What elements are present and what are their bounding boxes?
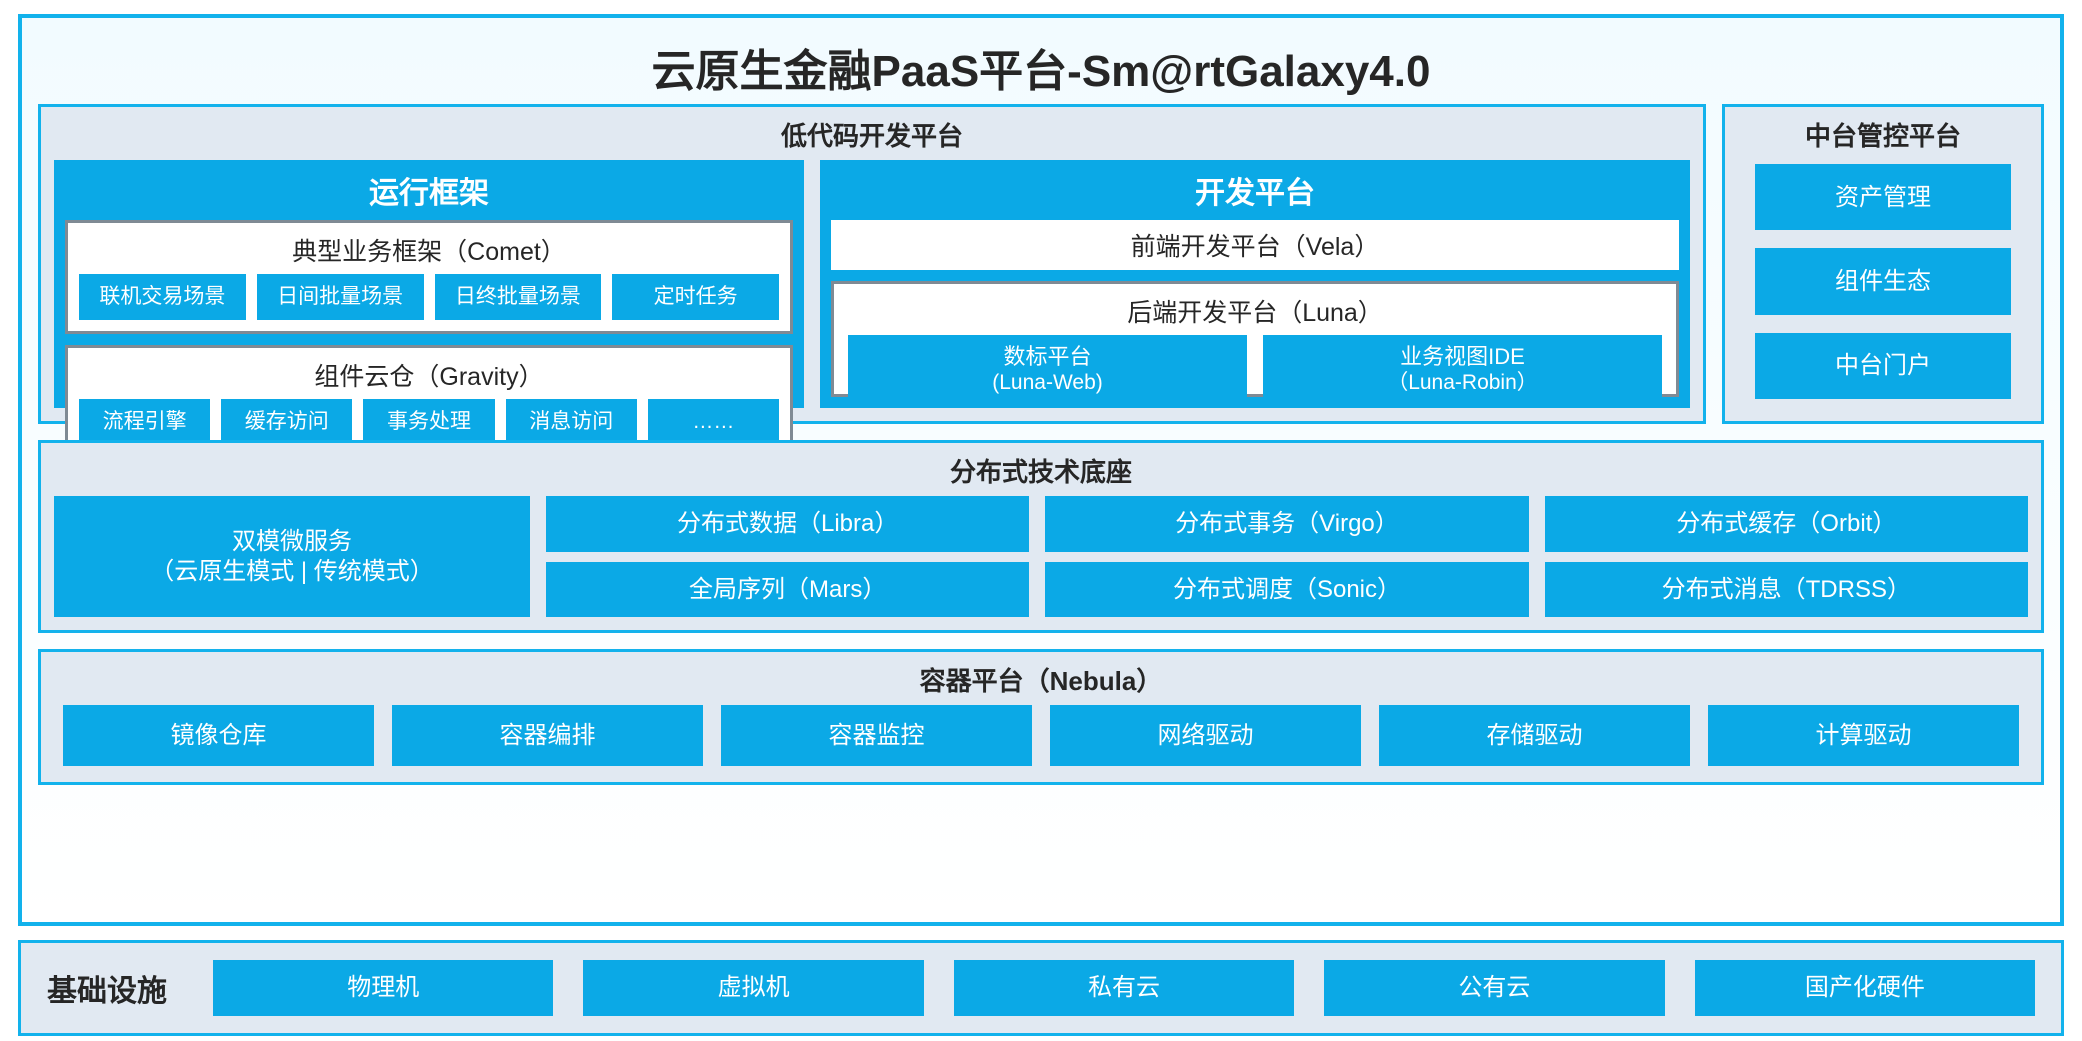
distributed-item-orbit[interactable]: 分布式缓存（Orbit） <box>1544 496 2028 552</box>
distributed-base-body: 双模微服务 （云原生模式 | 传统模式） 分布式数据（Libra） 全局序列（M… <box>41 496 2041 630</box>
infrastructure-label: 基础设施 <box>47 975 167 1008</box>
luna-item-robin-name: 业务视图IDE <box>1400 343 1525 369</box>
container-platform-title: 容器平台（Nebula） <box>919 666 1163 696</box>
page-title-text: 云原生金融PaaS平台-Sm@rtGalaxy4.0 <box>651 47 1431 96</box>
midplatform-item-component[interactable]: 组件生态 <box>1755 248 2011 315</box>
distributed-group-2: 分布式事务（Virgo） 分布式调度（Sonic） <box>1045 496 1529 617</box>
dual-mode-microservice-block[interactable]: 双模微服务 （云原生模式 | 传统模式） <box>54 496 530 617</box>
container-item-compute-driver[interactable]: 计算驱动 <box>1708 705 2019 766</box>
gravity-title: 组件云仓（Gravity） <box>314 363 544 391</box>
distributed-item-mars[interactable]: 全局序列（Mars） <box>546 561 1030 617</box>
luna-item-robin[interactable]: 业务视图IDE （Luna-Robin） <box>1263 334 1662 405</box>
luna-item-web-code: (Luna-Web) <box>992 371 1103 395</box>
midplatform-item-portal[interactable]: 中台门户 <box>1755 332 2011 399</box>
gravity-item[interactable]: 流程引擎 <box>79 399 211 445</box>
platform-main-frame: 云原生金融PaaS平台-Sm@rtGalaxy4.0 低代码开发平台 运行框架 … <box>18 14 2064 926</box>
lowcode-platform-body: 运行框架 典型业务框架（Comet） 联机交易场景 日间批量场景 日终批量场景 … <box>41 160 1703 459</box>
container-item-network-driver[interactable]: 网络驱动 <box>1050 705 1361 766</box>
gravity-item[interactable]: 事务处理 <box>363 399 495 445</box>
container-item-storage-driver[interactable]: 存储驱动 <box>1379 705 1690 766</box>
comet-item[interactable]: 日终批量场景 <box>434 274 602 320</box>
distributed-base-title: 分布式技术底座 <box>949 457 1132 487</box>
comet-card: 典型业务框架（Comet） 联机交易场景 日间批量场景 日终批量场景 定时任务 <box>65 220 793 334</box>
infrastructure-item-domestic-hardware[interactable]: 国产化硬件 <box>1694 960 2036 1016</box>
distributed-group-3: 分布式缓存（Orbit） 分布式消息（TDRSS） <box>1544 496 2028 617</box>
midplatform-item-asset[interactable]: 资产管理 <box>1755 164 2011 231</box>
dual-mode-line2: （云原生模式 | 传统模式） <box>150 557 434 585</box>
container-item-monitoring[interactable]: 容器监控 <box>721 705 1032 766</box>
runtime-framework-block: 运行框架 典型业务框架（Comet） 联机交易场景 日间批量场景 日终批量场景 … <box>54 160 804 459</box>
luna-item-robin-code: （Luna-Robin） <box>1387 371 1538 395</box>
gravity-item-ellipsis[interactable]: …… <box>647 399 780 445</box>
luna-items: 数标平台 (Luna-Web) 业务视图IDE （Luna-Robin） <box>834 334 1676 417</box>
infrastructure-panel: 基础设施 物理机 虚拟机 私有云 公有云 国产化硬件 <box>18 940 2064 1036</box>
dual-mode-line1: 双模微服务 <box>232 528 352 556</box>
vela-frontend-card[interactable]: 前端开发平台（Vela） <box>831 220 1679 270</box>
comet-items: 联机交易场景 日间批量场景 日终批量场景 定时任务 <box>68 274 790 331</box>
midplatform-items: 资产管理 组件生态 中台门户 <box>1725 160 2041 421</box>
infrastructure-items: 物理机 虚拟机 私有云 公有云 国产化硬件 <box>213 960 2036 1016</box>
development-platform-title: 开发平台 <box>1195 177 1315 210</box>
luna-title: 后端开发平台（Luna） <box>1127 298 1383 327</box>
comet-item[interactable]: 定时任务 <box>612 274 779 320</box>
gravity-item[interactable]: 缓存访问 <box>221 399 353 445</box>
comet-item[interactable]: 联机交易场景 <box>79 274 246 320</box>
distributed-item-virgo[interactable]: 分布式事务（Virgo） <box>1045 496 1529 552</box>
infrastructure-item-virtual[interactable]: 虚拟机 <box>583 960 924 1016</box>
lowcode-platform-panel: 低代码开发平台 运行框架 典型业务框架（Comet） 联机交易场景 日间批量场景… <box>38 104 1706 459</box>
container-platform-panel: 容器平台（Nebula） 镜像仓库 容器编排 容器监控 网络驱动 存储驱动 计算… <box>38 649 2044 785</box>
infrastructure-item-public-cloud[interactable]: 公有云 <box>1324 960 1665 1016</box>
gravity-item[interactable]: 消息访问 <box>505 399 637 445</box>
luna-item-web[interactable]: 数标平台 (Luna-Web) <box>848 334 1247 405</box>
comet-item[interactable]: 日间批量场景 <box>256 274 424 320</box>
midplatform-control-panel: 中台管控平台 资产管理 组件生态 中台门户 <box>1722 104 2044 424</box>
midplatform-control-title: 中台管控平台 <box>1804 121 1961 151</box>
gravity-card: 组件云仓（Gravity） 流程引擎 缓存访问 事务处理 消息访问 …… <box>65 345 793 459</box>
comet-title: 典型业务框架（Comet） <box>292 238 566 266</box>
distributed-item-sonic[interactable]: 分布式调度（Sonic） <box>1045 561 1529 617</box>
distributed-item-tdrss[interactable]: 分布式消息（TDRSS） <box>1544 561 2028 617</box>
container-item-orchestration[interactable]: 容器编排 <box>392 705 703 766</box>
distributed-item-libra[interactable]: 分布式数据（Libra） <box>546 496 1030 552</box>
infrastructure-item-private-cloud[interactable]: 私有云 <box>953 960 1295 1016</box>
runtime-framework-title: 运行框架 <box>369 177 489 210</box>
distributed-group-1: 分布式数据（Libra） 全局序列（Mars） <box>546 496 1030 617</box>
infrastructure-item-physical[interactable]: 物理机 <box>213 960 554 1016</box>
lowcode-platform-title: 低代码开发平台 <box>780 121 963 151</box>
gravity-items: 流程引擎 缓存访问 事务处理 消息访问 …… <box>68 399 790 456</box>
luna-item-web-name: 数标平台 <box>1003 343 1092 369</box>
upper-region: 低代码开发平台 运行框架 典型业务框架（Comet） 联机交易场景 日间批量场景… <box>38 104 2044 459</box>
container-platform-items: 镜像仓库 容器编排 容器监控 网络驱动 存储驱动 计算驱动 <box>41 705 2041 782</box>
luna-backend-card: 后端开发平台（Luna） 数标平台 (Luna-Web) 业务视图IDE （Lu… <box>831 280 1679 405</box>
container-item-registry[interactable]: 镜像仓库 <box>63 705 374 766</box>
distributed-base-panel: 分布式技术底座 双模微服务 （云原生模式 | 传统模式） 分布式数据（Libra… <box>38 440 2044 633</box>
development-platform-block: 开发平台 前端开发平台（Vela） 后端开发平台（Luna） 数标平台 (Lun… <box>820 160 1690 408</box>
page-title: 云原生金融PaaS平台-Sm@rtGalaxy4.0 <box>38 30 2044 104</box>
